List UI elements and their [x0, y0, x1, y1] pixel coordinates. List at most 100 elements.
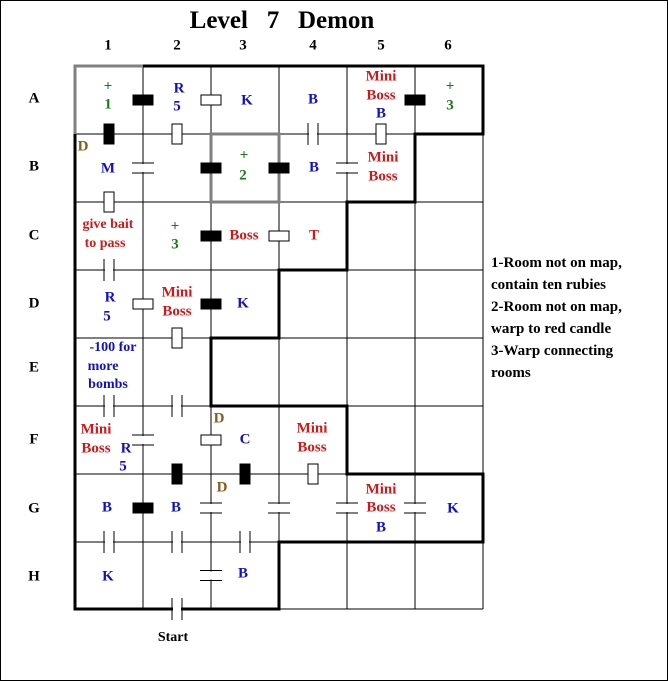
item-label: B [170, 499, 182, 516]
row-header: C [28, 227, 40, 244]
open-door-gap [173, 404, 181, 408]
item-label: 5 [103, 308, 111, 325]
enemy-label: Mini [80, 421, 112, 438]
locked-door [132, 502, 154, 514]
shutter-door [132, 298, 154, 310]
column-header: 5 [377, 37, 385, 54]
map-title: Level 7 Demon [189, 7, 375, 34]
enemy-label: Mini [365, 481, 397, 498]
door-note: D [216, 479, 228, 496]
warp-number: 3 [171, 236, 179, 253]
item-label: B [101, 499, 113, 516]
locked-door [171, 463, 183, 485]
open-door-gap [105, 268, 113, 272]
enemy-label: Boss [297, 439, 327, 456]
legend-line: 1-Room not on map, [491, 255, 622, 271]
locked-door [103, 123, 115, 145]
open-door-gap [277, 504, 281, 512]
open-door-gap [309, 132, 317, 136]
locked-door [404, 94, 426, 106]
enemy-label: Mini [296, 420, 328, 437]
item-label: C [239, 431, 251, 448]
shutter-door [375, 123, 387, 145]
open-door-gap [105, 404, 113, 408]
warp-number: 3 [446, 97, 454, 114]
row-header: B [28, 158, 40, 175]
enemy-label: Boss [81, 440, 111, 457]
item-label: T [308, 227, 320, 244]
locked-door [200, 230, 222, 242]
item-label: 5 [173, 98, 181, 115]
item-label: K [447, 500, 459, 517]
row-header: A [28, 90, 40, 107]
note-label: bombs [88, 377, 128, 392]
open-door-gap [173, 540, 181, 544]
open-door-gap [345, 164, 349, 172]
enemy-label: Mini [367, 149, 399, 166]
open-door-gap [173, 607, 181, 611]
item-label: B [307, 91, 319, 108]
locked-door [200, 298, 222, 310]
note-label: more [87, 359, 119, 374]
open-door-gap [141, 164, 145, 172]
item-label: M [100, 160, 116, 177]
open-door-gap [209, 504, 213, 512]
enemy-label: Boss [162, 303, 192, 320]
column-header: 3 [239, 37, 247, 54]
legend-line: 2-Room not on map, [491, 299, 622, 315]
legend-line: 3-Warp connecting [491, 343, 614, 359]
item-label: B [237, 565, 249, 582]
legend-line: rooms [491, 365, 531, 381]
item-label: K [241, 92, 253, 109]
shutter-door [103, 191, 115, 213]
item-label: B [308, 159, 320, 176]
locked-door [239, 463, 251, 485]
enemy-label: Mini [161, 284, 193, 301]
locked-door [132, 94, 154, 106]
open-door-gap [105, 540, 113, 544]
item-label: R [173, 80, 185, 97]
row-header: G [28, 500, 40, 517]
row-header: H [28, 568, 40, 585]
enemy-label: Boss [366, 87, 396, 104]
shutter-door [200, 94, 222, 106]
row-header: F [29, 431, 39, 448]
open-door-gap [141, 436, 145, 444]
column-header: 2 [173, 37, 181, 54]
start-label: Start [157, 630, 189, 645]
item-label: K [237, 295, 249, 312]
item-label: R [104, 289, 116, 306]
warp-marker: + [239, 147, 249, 164]
open-door-gap [345, 504, 349, 512]
open-door-gap [241, 540, 249, 544]
boss-label: Boss [229, 227, 259, 244]
row-header: E [28, 359, 40, 376]
locked-door [268, 162, 290, 174]
locked-door [200, 162, 222, 174]
item-label: 5 [119, 458, 127, 475]
item-label: K [102, 568, 114, 585]
enemy-label: Boss [368, 168, 398, 185]
shutter-door [268, 230, 290, 242]
row-header: D [28, 295, 40, 312]
enemy-label: Mini [365, 68, 397, 85]
item-label: R [120, 440, 132, 457]
note-label: give bait [82, 217, 134, 232]
column-header: 1 [104, 37, 112, 54]
dungeon-outline [73, 64, 485, 611]
warp-marker: + [445, 78, 455, 95]
open-door-gap [413, 504, 417, 512]
warp-marker: + [103, 78, 113, 95]
door-note: D [213, 410, 225, 427]
unmapped-room-outline [73, 64, 143, 134]
shutter-door [171, 327, 183, 349]
warp-number: 2 [239, 167, 247, 184]
door-note: D [77, 138, 89, 155]
shutter-door [171, 123, 183, 145]
open-door-gap [209, 571, 213, 580]
note-label: -100 for [89, 340, 137, 355]
item-label: B [375, 519, 387, 536]
column-header: 4 [309, 37, 317, 54]
